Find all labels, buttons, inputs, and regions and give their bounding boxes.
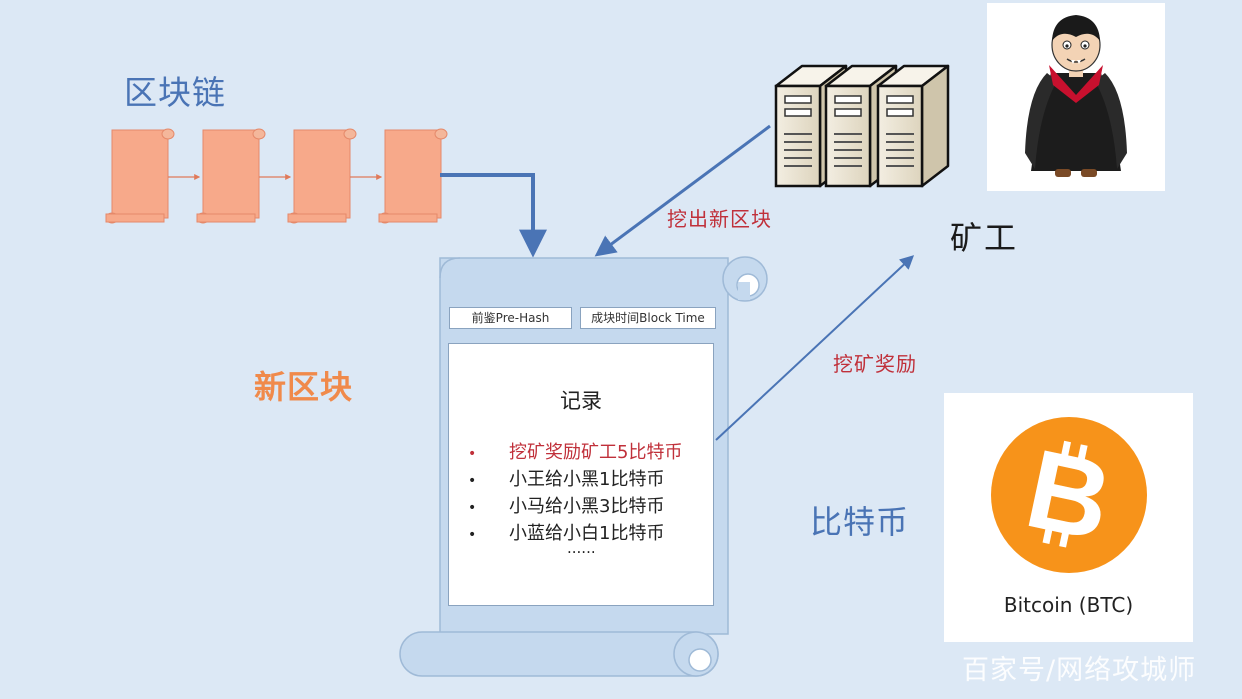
blockchain-label: 区块链	[124, 73, 226, 112]
miner-label: 矿工	[950, 219, 1019, 257]
miner-card	[987, 3, 1165, 191]
watermark: 百家号/网络攻城师	[962, 655, 1197, 686]
blockchain-row	[105, 128, 448, 224]
record-text: 小王给小黑1比特币	[509, 469, 665, 490]
bitcoin-card: B Bitcoin (BTC)	[944, 393, 1193, 642]
list-item: •小王给小黑1比特币	[468, 469, 665, 490]
bitcoin-symbol: B	[1016, 425, 1121, 564]
chain-block-4	[378, 128, 448, 224]
chain-block-1	[105, 128, 175, 224]
bitcoin-icon	[991, 417, 1147, 573]
mined-block-arrow	[594, 124, 771, 257]
list-item: •小马给小黑3比特币	[468, 496, 665, 517]
record-text: 挖矿奖励矿工5比特币	[509, 442, 683, 463]
mined-new-block-label: 挖出新区块	[667, 207, 772, 231]
new-block-label: 新区块	[254, 368, 354, 406]
bitcoin-label: 比特币	[810, 503, 910, 541]
server-cluster	[774, 64, 950, 188]
records-title: 记录	[560, 389, 602, 413]
bitcoin-symbol-layer: B	[1016, 425, 1121, 564]
records-ellipsis: ......	[567, 539, 596, 557]
record-text: 小蓝给小白1比特币	[509, 523, 665, 544]
chain-block-3	[287, 128, 357, 224]
server-icon	[876, 64, 950, 188]
mining-reward-label: 挖矿奖励	[833, 352, 917, 376]
reward-arrow	[715, 255, 915, 441]
block-time-field: 成块时间Block Time	[580, 307, 716, 329]
records-panel: 记录 •挖矿奖励矿工5比特币 •小王给小黑1比特币 •小马给小黑3比特币 •小蓝…	[448, 343, 714, 606]
pre-hash-field: 前鉴Pre-Hash	[449, 307, 572, 329]
append-block-arrow	[440, 173, 547, 258]
list-item: •小蓝给小白1比特币	[468, 523, 665, 544]
records-list: •挖矿奖励矿工5比特币 •小王给小黑1比特币 •小马给小黑3比特币 •小蓝给小白…	[467, 440, 682, 548]
chain-block-2	[196, 128, 266, 224]
vampire-miner-icon	[1025, 15, 1127, 177]
record-text: 小马给小黑3比特币	[509, 496, 665, 517]
bitcoin-caption: Bitcoin (BTC)	[1003, 593, 1134, 617]
list-item: •挖矿奖励矿工5比特币	[468, 442, 683, 463]
